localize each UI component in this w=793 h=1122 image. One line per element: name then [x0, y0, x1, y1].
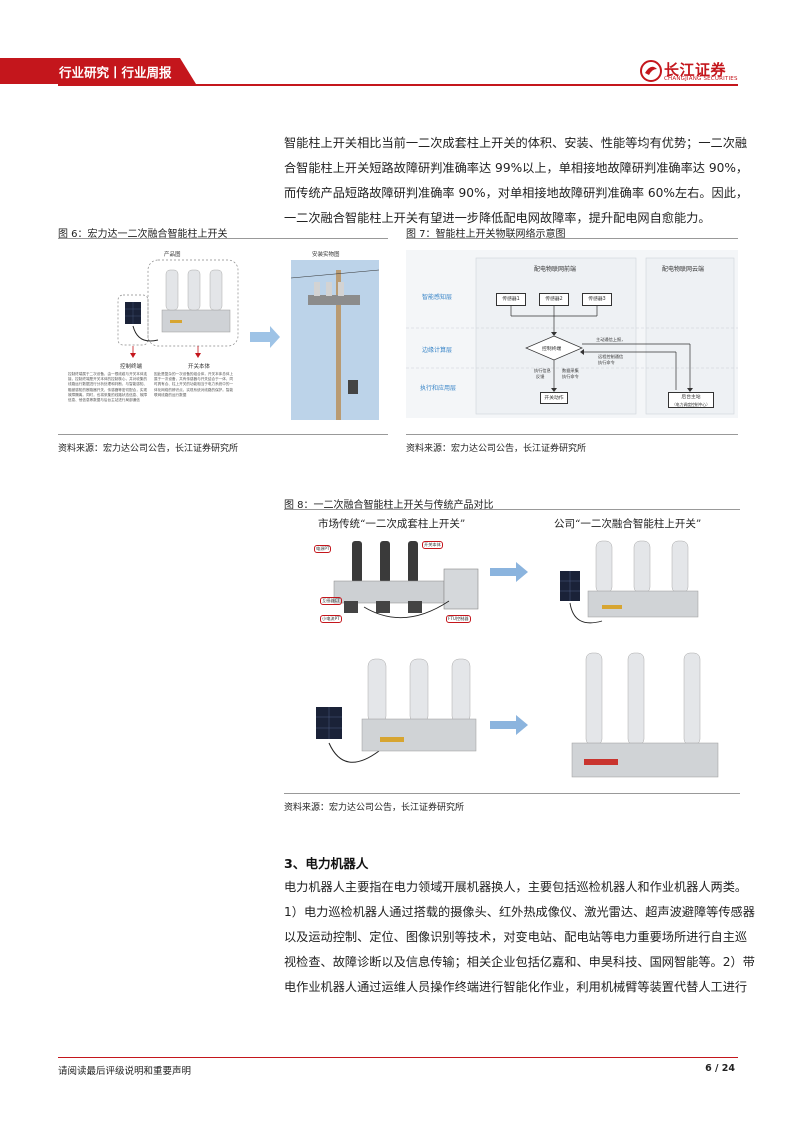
- para-line: 而传统产品短路故障研判准确率 90%，对单相接地故障研判准确率 60%左右。因此…: [284, 186, 749, 200]
- figure8-top-rule: [284, 509, 740, 510]
- robot-paragraph: 电力机器人主要指在电力领域开展机器换人，主要包括巡检机器人和作业机器人两类。 1…: [284, 875, 755, 1000]
- fig7-layer-edge: 边缘计算层: [422, 347, 453, 354]
- figure8-bottom-rule: [284, 793, 740, 794]
- footer-rule: [58, 1057, 738, 1058]
- fig6-drawing: [117, 259, 380, 420]
- fig7-sensor-1: 传感器1: [496, 293, 526, 306]
- fig7-note-remote: 远程控制通信: [598, 354, 624, 359]
- figure6-top-rule: [58, 238, 388, 239]
- fig7-layer-app: 执行和应用层: [420, 385, 457, 392]
- figure7-bottom-rule: [406, 434, 738, 435]
- header-rule: [58, 84, 738, 86]
- fig8-drawing: [316, 540, 719, 778]
- logo-emblem-icon: [640, 60, 662, 82]
- logo-name-cn: 长江证券: [664, 61, 727, 79]
- para-line: 电作业机器人通过运维人员操作终端进行智能化作业，利用机械臂等装置代替人工进行: [284, 980, 748, 994]
- para-line: 合智能柱上开关短路故障研判准确率达 99%以上，单相接地故障研判准确率达 90%…: [284, 161, 749, 175]
- header-tab-label: 行业研究丨行业周报: [59, 65, 172, 80]
- fig7-header-front: 配电物联网前端: [534, 266, 577, 273]
- figure7-source: 资料来源：宏力达公司公告，长江证券研究所: [406, 444, 587, 454]
- fig7-layer-sense: 智能感知层: [422, 294, 453, 301]
- figure7-top-rule: [406, 238, 738, 239]
- fig7-note-feedback: 反馈: [536, 374, 545, 379]
- fig7-sensor-3: 传感器3: [582, 293, 612, 306]
- company-logo: 长江证券 CHANGJIANG SECURITIES: [640, 58, 740, 84]
- fig6-desc-switch: 因此是复杂的一次设备的组合体，开关本体总体上属于一次设备，共有传感器与开关结合于…: [154, 372, 234, 397]
- para-line: 视检查、故障诊断以及信息传输；相关企业包括亿嘉和、申昊科技、国网智能等。2）带: [284, 955, 755, 969]
- figure6-bottom-rule: [58, 434, 388, 435]
- figure8-source: 资料来源：宏力达公司公告，长江证券研究所: [284, 803, 465, 813]
- fig8-tag-ftu: FTU控制器: [446, 615, 471, 623]
- fig7-master-station-sub: （电力调度控制中心）: [672, 402, 710, 407]
- para-line: 电力机器人主要指在电力领域开展机器换人，主要包括巡检机器人和作业机器人两类。: [284, 880, 748, 894]
- figure7-diagram: 配电物联网前端 配电物联网云端 智能感知层 边缘计算层 执行和应用层 传感器1 …: [406, 250, 738, 418]
- header-tab-shape: [0, 58, 196, 84]
- fig7-header-cloud: 配电物联网云端: [662, 266, 705, 273]
- figure7-title: 图 7：智能柱上开关物联网络示意图: [406, 229, 566, 240]
- fig7-note-report: 主动通信上报，: [596, 337, 626, 342]
- figure8-title: 图 8：一二次融合智能柱上开关与传统产品对比: [284, 500, 494, 511]
- figure8-image: 市场传统“一二次成套柱上开关” 公司“一二次融合智能柱上开关”: [284, 511, 740, 791]
- intro-paragraph: 智能柱上开关相比当前一二次成套柱上开关的体积、安装、性能等均有优势；一二次融 合…: [284, 131, 749, 231]
- header-tab: 行业研究丨行业周报: [0, 58, 196, 84]
- fig7-note-exec-cmd: 执行命令: [562, 374, 579, 379]
- fig6-desc-control: 控制终端属于二次设备，由一根线缆与开关本体连接，控制终端是开关本体的控制核心，并…: [68, 372, 148, 403]
- logo-name-en: CHANGJIANG SECURITIES: [664, 76, 738, 82]
- fig7-note-remote-cmd: 执行命令: [598, 360, 615, 365]
- para-line: 智能柱上开关相比当前一二次成套柱上开关的体积、安装、性能等均有优势；一二次融: [284, 136, 748, 150]
- para-line: 以及运动控制、定位、图像识别等技术，对变电站、配电站等电力重要场所进行自主巡: [284, 930, 748, 944]
- fig8-caption-right: 公司“一二次融合智能柱上开关”: [554, 518, 702, 530]
- fig7-lines: [406, 250, 738, 418]
- figure6-image: 产品图 安装实物图 控制终端 开关本体 控制: [58, 240, 388, 430]
- footer-disclaimer-link[interactable]: 请阅读最后评级说明和重要声明: [58, 1066, 192, 1077]
- figure6-source: 资料来源：宏力达公司公告，长江证券研究所: [58, 444, 239, 454]
- fig8-tag-pt: 电源PT: [314, 545, 332, 553]
- section-title: 3、电力机器人: [284, 856, 369, 871]
- fig6-label-switch: 开关本体: [188, 364, 211, 370]
- para-line: 一二次融合智能柱上开关有望进一步降低配电网故障率，提升配电网自愈能力。: [284, 211, 711, 225]
- para-line: 1）电力巡检机器人通过搭载的摄像头、红外热成像仪、激光雷达、超声波避障等传感器: [284, 905, 755, 919]
- page-number: 6 / 24: [705, 1063, 735, 1074]
- fig7-note-exec-info: 执行信息: [534, 368, 551, 373]
- fig7-switch-action: 开关动作: [540, 392, 568, 404]
- fig6-label-product: 产品图: [164, 252, 181, 258]
- fig7-master-station-label: 后台主站: [681, 395, 701, 400]
- fig8-tag-small-pt: 小电流PT: [320, 615, 342, 623]
- fig8-tag-ct: 互感器CT: [320, 597, 343, 605]
- fig7-sensor-2: 传感器2: [539, 293, 569, 306]
- fig7-control-terminal: 控制终端: [542, 347, 562, 352]
- fig8-caption-left: 市场传统“一二次成套柱上开关”: [318, 518, 466, 530]
- fig8-tag-switch: 开关本体: [422, 541, 443, 549]
- fig6-label-install: 安装实物图: [312, 252, 340, 258]
- fig7-master-station: 后台主站 （电力调度控制中心）: [668, 392, 714, 408]
- fig7-note-status: 数据采集: [562, 368, 579, 373]
- fig6-label-control: 控制终端: [120, 364, 143, 370]
- figure6-title: 图 6：宏力达一二次融合智能柱上开关: [58, 229, 228, 240]
